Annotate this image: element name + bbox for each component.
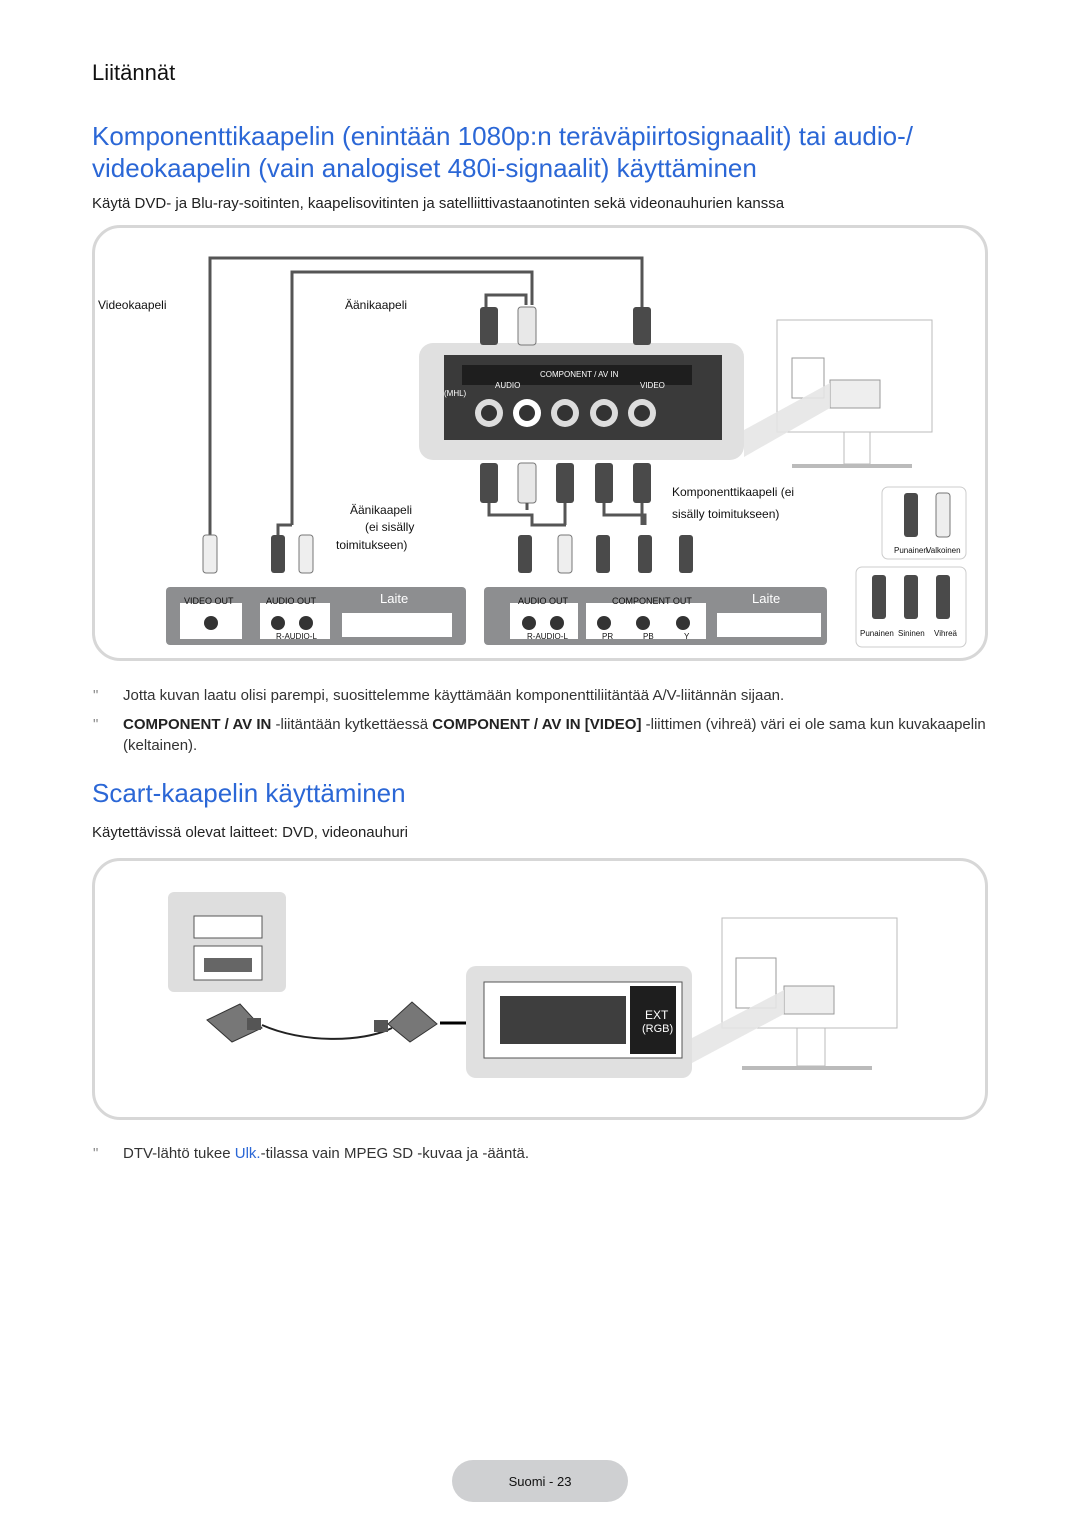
r-audio-l-label-1: R-AUDIO-L [276,632,317,641]
video-cable-label: Videokaapeli [98,298,167,312]
note-mark: " [93,716,99,733]
note-1-text: Jotta kuvan laatu olisi parempi, suositt… [123,687,785,704]
ext-label: EXT [645,1008,669,1022]
legend-white: Valkoinen [926,546,961,555]
note-2-bold-1: COMPONENT / AV IN [123,716,272,733]
legend-green: Vihreä [934,629,957,638]
component-cable-label-1: Komponenttikaapeli (ei [672,485,795,499]
r-audio-l-label-2: R-AUDIO-L [527,632,568,641]
pr-label: PR [602,632,614,641]
panel-video-label: VIDEO [640,381,665,390]
note-2: " COMPONENT / AV IN -liitäntään kytkettä… [93,714,993,756]
rgb-label: (RGB) [642,1023,674,1035]
note-1: " Jotta kuvan laatu olisi parempi, suosi… [93,685,993,706]
section-label: Liitännät [92,60,176,85]
component-diagram [166,256,967,648]
component-intro: Käytä DVD- ja Blu-ray-soitinten, kaapeli… [92,195,785,212]
page-footer: Suomi - 23 [452,1460,628,1502]
scart-intro: Käytettävissä olevat laitteet: DVD, vide… [92,824,409,841]
video-out-label: VIDEO OUT [184,596,234,606]
y-label: Y [684,632,690,641]
note-2-bold-2: COMPONENT / AV IN [VIDEO] [432,716,642,733]
panel-audio-label: AUDIO [495,381,521,390]
scart-diagram [168,892,898,1078]
scart-note-link[interactable]: Ulk. [234,1145,261,1162]
component-cable-label-2: sisälly toimitukseen) [672,507,780,521]
audio-out-label-1: AUDIO OUT [266,596,317,606]
panel-header: COMPONENT / AV IN [540,370,619,379]
scart-title: Scart-kaapelin käyttäminen [92,778,406,808]
legend-red-1: Punainen [894,546,928,555]
pb-label: PB [643,632,654,641]
scart-note-pre: DTV-lähtö tukee [123,1145,235,1162]
audio-cable-top-label: Äänikaapeli [345,298,408,312]
panel-side-label: (MHL) [444,389,467,398]
scart-note: " DTV-lähtö tukee Ulk.-tilassa vain MPEG… [93,1143,993,1164]
audio-cable-label-2: (ei sisälly [365,520,415,534]
scart-note-post: -tilassa vain MPEG SD -kuvaa ja -ääntä. [260,1145,530,1162]
legend-blue: Sininen [898,629,925,638]
device-label-2: Laite [752,591,781,606]
audio-out-label-2: AUDIO OUT [518,596,569,606]
legend-red-2: Punainen [860,629,894,638]
component-title: Komponenttikaapelin (enintään 1080p:n te… [92,121,913,183]
note-2-text-2: -liittimen (vihreä) väri ei ole sama kun… [123,716,986,754]
device-label-1: Laite [380,591,409,606]
note-2-text-1: -liitäntään kytkettäessä [271,716,433,733]
audio-cable-label-1: Äänikaapeli [350,503,413,517]
note-mark: " [93,1145,99,1162]
note-mark: " [93,687,99,704]
component-out-label: COMPONENT OUT [612,596,692,606]
audio-cable-label-3: toimitukseen) [336,538,408,552]
